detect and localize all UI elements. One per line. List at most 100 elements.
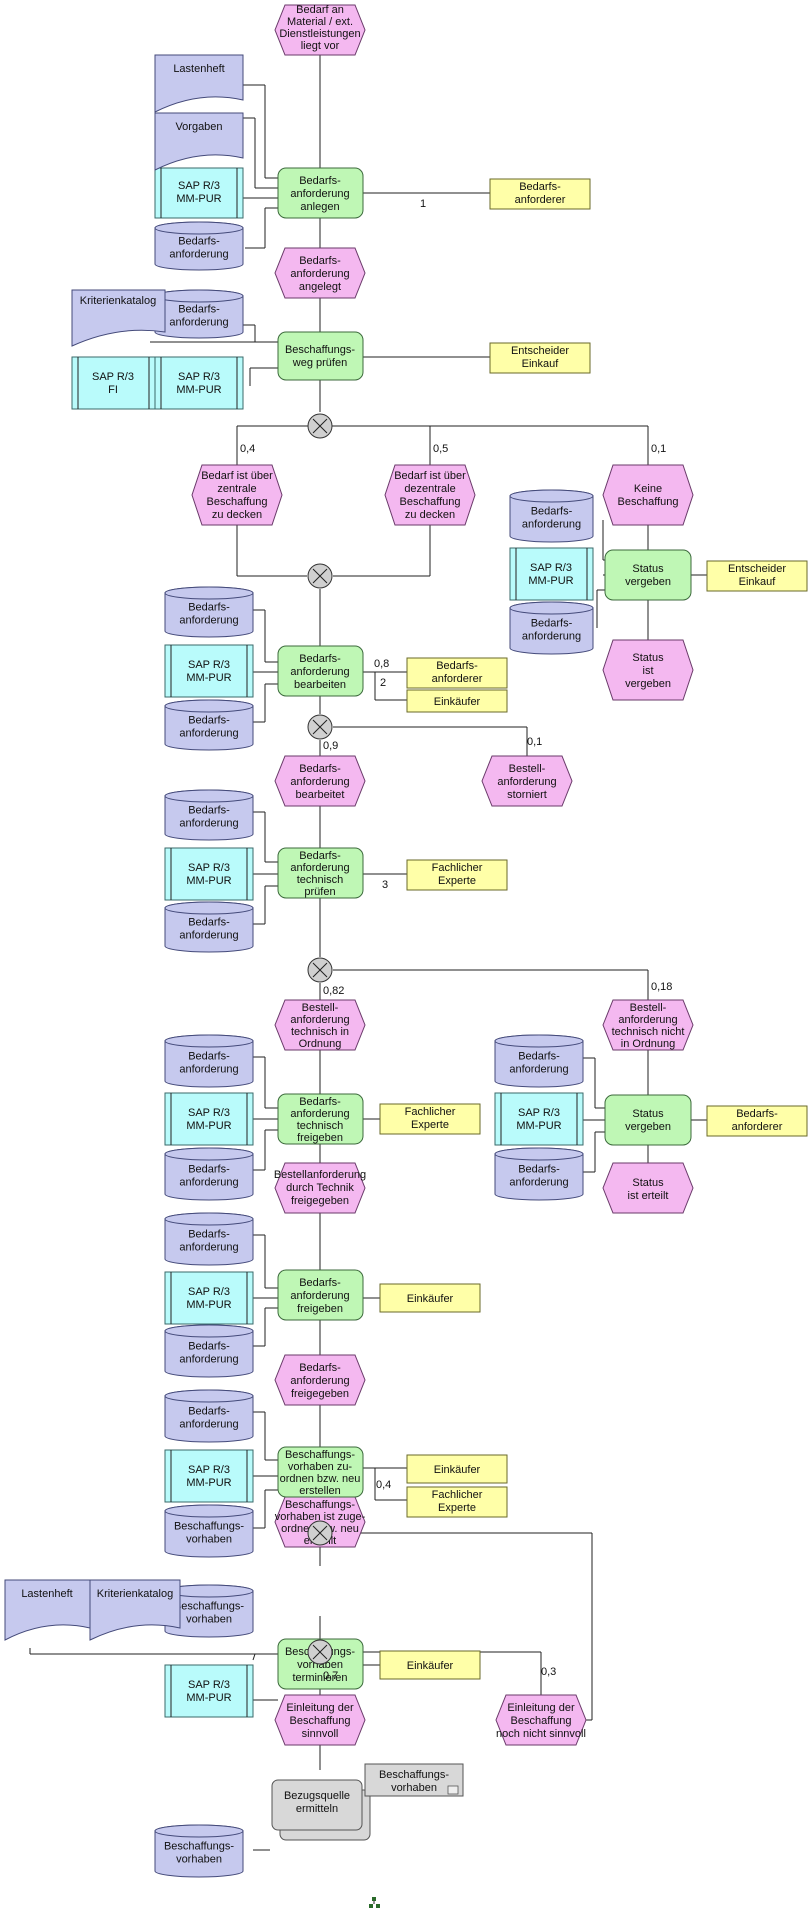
function-bearbeiten: Bedarfs- anforderung bearbeiten	[277, 645, 364, 697]
event-zentral: Bedarf ist über zentrale Beschaffung zu …	[191, 464, 283, 526]
data-object-label: Bedarfs-	[518, 1051, 560, 1063]
org-label: Bedarfs-	[736, 1108, 778, 1120]
event-bearbeitet: Bedarfs- anforderung bearbeitet	[274, 755, 366, 807]
system-sap-mmpur: SAP R/3 MM-PUR	[164, 1092, 254, 1146]
data-object-label: Bedarfs-	[188, 1341, 230, 1353]
org-label: Fachlicher	[432, 862, 483, 874]
function-label: anforderung	[290, 666, 349, 678]
org-einkaeufer-3: Einkäufer	[406, 1454, 508, 1484]
edge-label: 1	[420, 198, 426, 210]
system-sap-mmpur: SAP R/3 MM-PUR	[154, 167, 244, 219]
org-bedarfsanforderer-2: Bedarfs- anforderer	[406, 657, 508, 689]
system-sap-mmpur: SAP R/3 MM-PUR	[164, 644, 254, 698]
edge-label: 2	[380, 677, 386, 689]
event-label: zentrale	[217, 483, 256, 495]
function-label: vergeben	[625, 1121, 671, 1133]
function-label: Status	[632, 1108, 664, 1120]
event-label: vergeben	[625, 678, 671, 690]
function-label: vorhaben	[297, 1659, 343, 1671]
event-label: zu decken	[405, 509, 455, 521]
system-label: MM-PUR	[516, 1120, 561, 1132]
function-label: weg prüfen	[292, 357, 347, 369]
system-sap-mmpur: SAP R/3 MM-PUR	[154, 356, 244, 410]
xor-connector-icon	[307, 1520, 333, 1546]
event-label: Bestell-	[630, 1002, 667, 1014]
event-storniert: Bestell- anforderung storniert	[481, 755, 573, 807]
event-label: Beschaffung	[511, 1715, 572, 1727]
data-object-bedarfsanforderung: Bedarfs-anforderung	[164, 1389, 254, 1443]
function-zuordnen: Beschaffungs- vorhaben zu- ordnen bzw. n…	[277, 1446, 364, 1498]
event-label: Bedarf ist über	[201, 470, 273, 482]
event-label: technisch nicht	[612, 1026, 685, 1038]
org-bedarfsanforderer-1: Bedarfs- anforderer	[489, 178, 591, 210]
data-object-bedarfsanforderung: Bedarfs-anforderung	[509, 601, 594, 655]
function-label: ordnen bzw. neu	[280, 1473, 361, 1485]
data-object-bedarfsanforderung: Bedarfs-anforderung	[164, 1212, 254, 1266]
org-label: Experte	[438, 1502, 476, 1514]
system-sap-mmpur: SAP R/3 MM-PUR	[164, 847, 254, 901]
org-label: Einkäufer	[434, 696, 481, 708]
function-label: Beschaffungs-	[285, 344, 355, 356]
edge-label: 0,82	[323, 985, 344, 997]
event-label: anforderung	[290, 776, 349, 788]
event-label: freigegeben	[291, 1388, 349, 1400]
org-label: Bedarfs-	[519, 181, 561, 193]
function-label: terminieren	[292, 1672, 347, 1684]
function-label: anforderung	[290, 1290, 349, 1302]
data-object-label: Bedarfs-	[178, 304, 220, 316]
edge-label: 0,1	[527, 736, 542, 748]
process-interface-bezugsquelle: Bezugsquelle ermitteln	[271, 1779, 371, 1841]
event-keine-beschaffung: Keine Beschaffung	[602, 464, 694, 526]
system-label: MM-PUR	[186, 875, 231, 887]
function-label: anforderung	[290, 862, 349, 874]
data-object-label: Beschaffungs-	[174, 1601, 244, 1613]
data-object-label: anforderung	[169, 317, 228, 329]
document-vorgaben: Vorgaben	[154, 112, 244, 171]
event-bedarf-material: Bedarf an Material / ext. Dienstleistung…	[274, 4, 366, 56]
edge-labels: 1 0,4 0,5 0,1 0,8 2 0,9 0,1 3 0,82 0,18 …	[240, 198, 672, 1682]
data-object-bedarfsanforderung: Bedarfs-anforderung	[494, 1034, 584, 1088]
document-kriterienkatalog-1: Kriterienkatalog	[71, 289, 166, 347]
event-label: Bedarfs-	[299, 763, 341, 775]
function-label: Bedarfs-	[299, 175, 341, 187]
function-label: vergeben	[625, 576, 671, 588]
event-label: Einleitung der	[507, 1702, 575, 1714]
function-label: erstellen	[299, 1485, 341, 1497]
data-object-label: anforderung	[509, 1064, 568, 1076]
event-technisch-in-ordnung: Bestell- anforderung technisch in Ordnun…	[274, 999, 366, 1051]
org-label: Einkauf	[739, 576, 777, 588]
system-label: SAP R/3	[188, 862, 230, 874]
system-label: SAP R/3	[188, 1679, 230, 1691]
org-label: Entscheider	[728, 563, 786, 575]
event-label: zu decken	[212, 509, 262, 521]
function-label: prüfen	[304, 886, 335, 898]
function-anlegen: Bedarfs- anforderung anlegen	[277, 167, 364, 219]
data-object-label: vorhaben	[176, 1854, 222, 1866]
data-object-label: Bedarfs-	[178, 236, 220, 248]
document-label: Lastenheft	[173, 63, 224, 75]
data-object-label: Bedarfs-	[188, 1406, 230, 1418]
function-label: Bedarfs-	[299, 1096, 341, 1108]
system-label: MM-PUR	[186, 1120, 231, 1132]
event-status-ist-vergeben: Status ist vergeben	[602, 639, 694, 701]
data-object-bedarfsanforderung: Bedarfs-anforderung	[164, 1034, 254, 1088]
data-object-label: Bedarfs-	[188, 917, 230, 929]
event-label: Status	[632, 652, 664, 664]
data-object-label: Beschaffungs-	[174, 1521, 244, 1533]
org-label: anforderer	[732, 1121, 783, 1133]
org-label: Einkäufer	[407, 1660, 454, 1672]
event-label: vorhaben ist zuge-	[275, 1511, 366, 1523]
xor-connector-icon	[307, 714, 333, 740]
document-icon	[447, 1785, 459, 1795]
event-label: anforderung	[497, 776, 556, 788]
event-label: Beschaffung	[400, 496, 461, 508]
document-label: Vorgaben	[175, 121, 222, 133]
data-object-bedarfsanforderung: Bedarfs-anforderung	[164, 901, 254, 953]
edge-label: 0,8	[374, 658, 389, 670]
data-object-label: Bedarfs-	[188, 715, 230, 727]
event-durch-technik-freigegeben: Bestellanforderung durch Technik freigeg…	[274, 1162, 366, 1214]
event-status-ist-erteilt: Status ist erteilt	[602, 1162, 694, 1214]
event-label: Beschaffung	[290, 1715, 351, 1727]
